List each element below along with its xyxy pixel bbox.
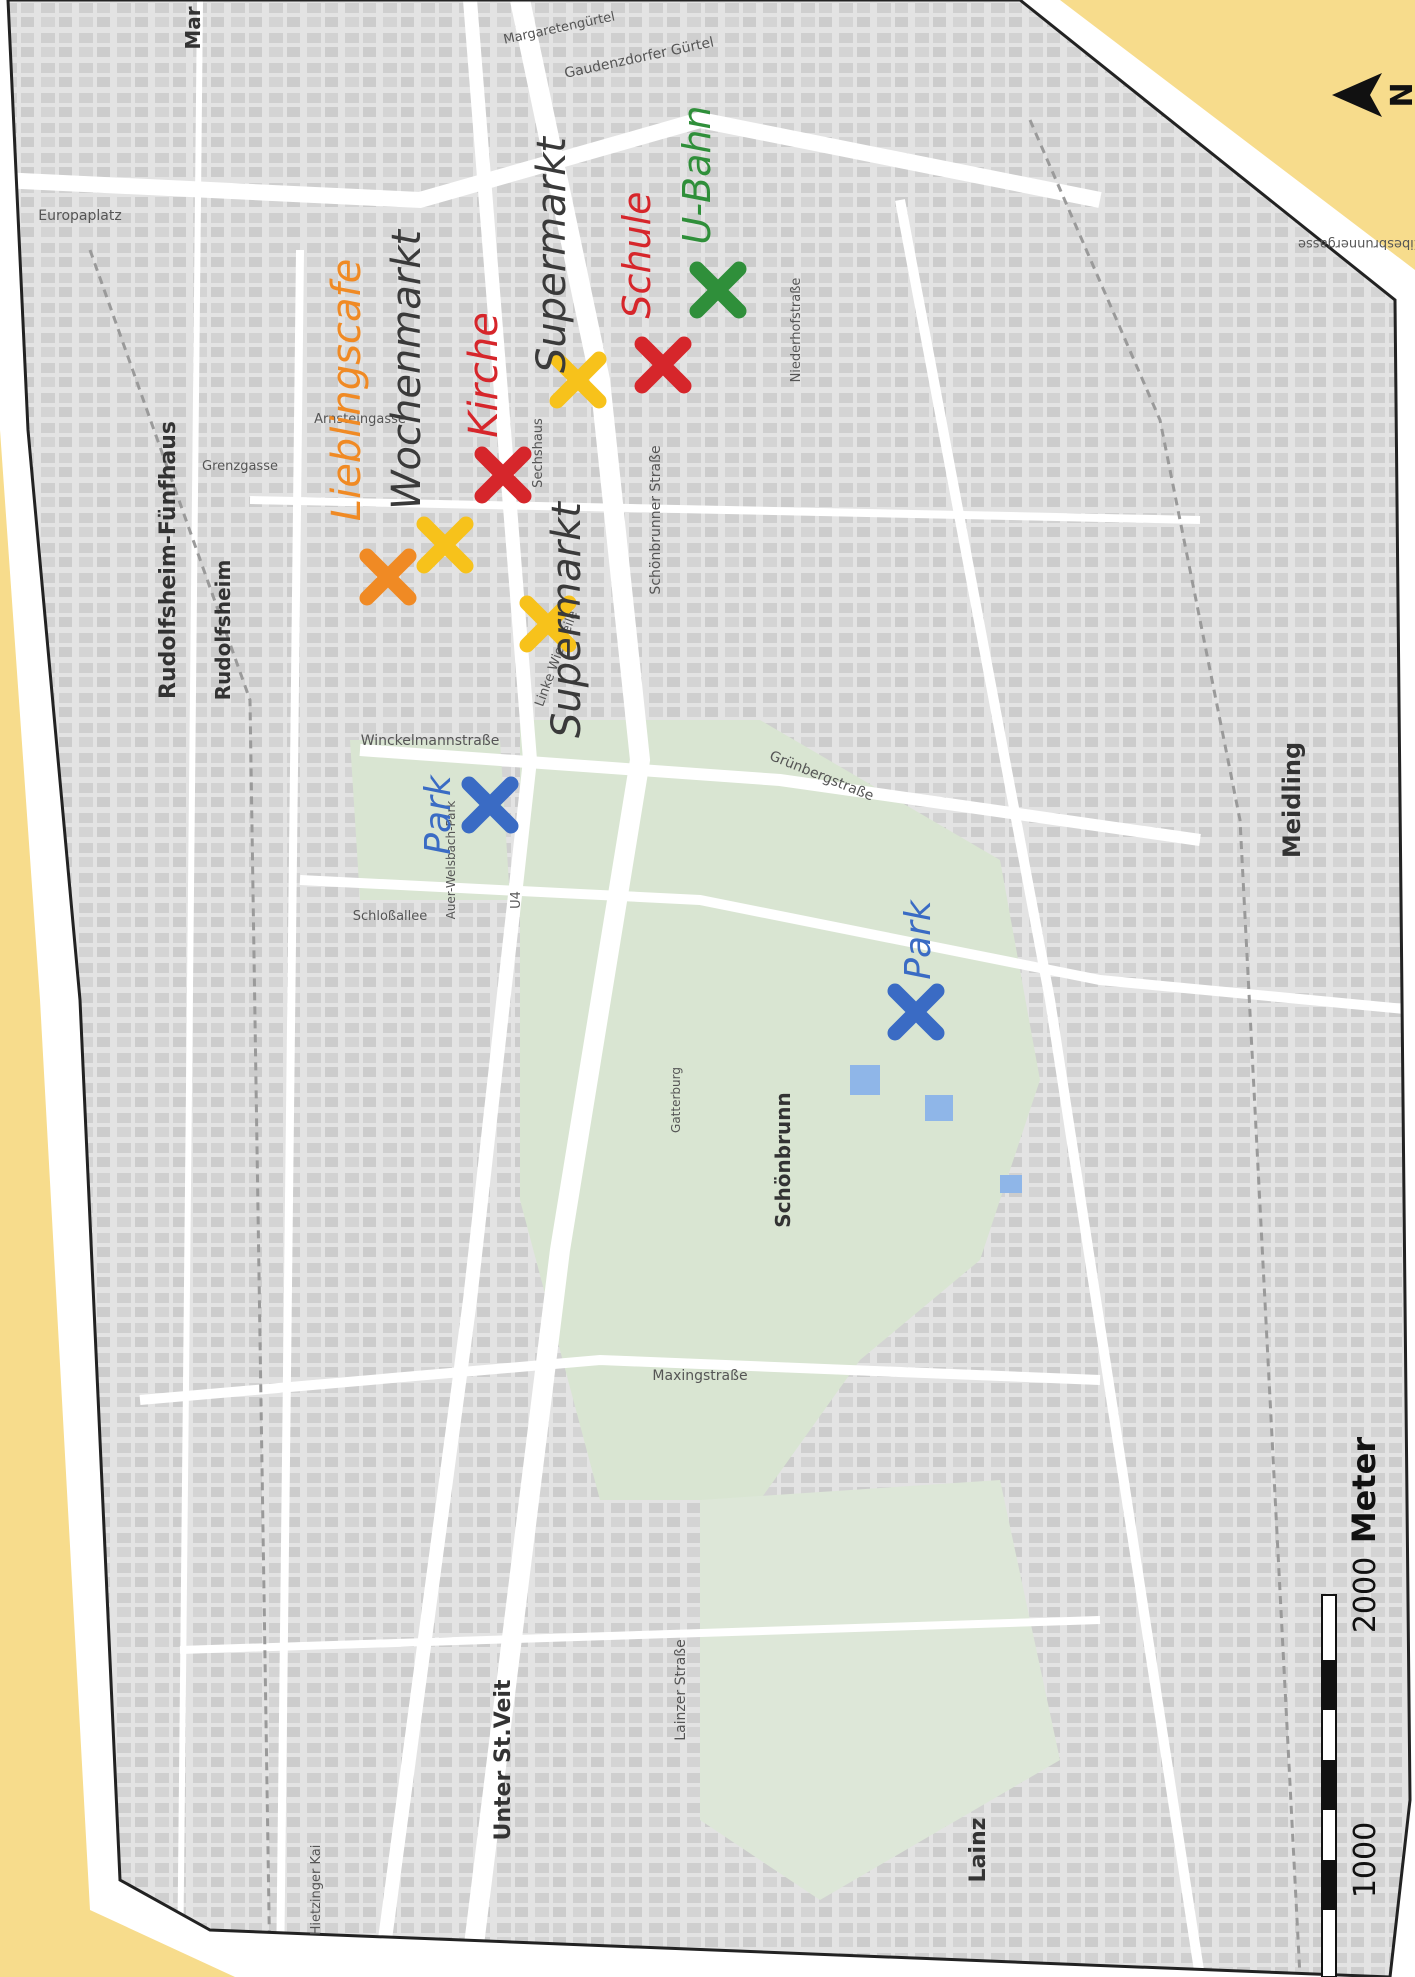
scale-label-1000: 1000 <box>1348 1822 1383 1898</box>
district-label: Mar <box>181 6 205 49</box>
marker-park-1: Park <box>418 773 519 855</box>
district-label: Rudolfsheim <box>211 560 235 701</box>
scale-unit: Meter <box>1345 1437 1383 1544</box>
district-label: Schönbrunn <box>771 1092 795 1227</box>
pond <box>925 1095 953 1121</box>
cross-icon <box>634 336 692 394</box>
cross-icon <box>359 548 417 606</box>
park-area-south <box>700 1480 1060 1900</box>
district-label: Meidling <box>1278 742 1306 858</box>
cross-icon <box>549 351 607 409</box>
street-label: Eibesbrunnergasse <box>1298 236 1415 251</box>
north-arrow-icon <box>1332 73 1382 117</box>
street-label: Maxingstraße <box>652 1368 747 1384</box>
street-label: U4 <box>509 891 524 909</box>
railway-lines <box>88 119 1302 1977</box>
street-label: Gatterburg <box>669 1067 683 1133</box>
street-label: Sechshaus <box>531 418 546 488</box>
marker-label-u-bahn: U-Bahn <box>675 105 719 244</box>
marker-label-lieblingscafe: Lieblingscafe <box>324 259 370 521</box>
marker-lieblingscafe: Lieblingscafe <box>324 259 417 606</box>
map-outline <box>6 0 1412 1977</box>
pond <box>1000 1175 1022 1193</box>
marker-label-supermarkt-2: Supermarkt <box>544 501 590 738</box>
north-arrow: N <box>1332 73 1415 117</box>
street-label: Auer-Welsbach-Park <box>444 801 458 920</box>
district-label: Lainz <box>966 1818 991 1883</box>
marker-label-schule: Schule <box>615 191 659 318</box>
marker-kirche: Kirche <box>461 312 532 504</box>
marker-label-kirche: Kirche <box>461 312 507 438</box>
cross-icon <box>519 595 577 653</box>
street-label: Grenzgasse <box>202 459 278 474</box>
cross-icon <box>474 446 532 504</box>
scale-label-2000: 2000 <box>1348 1557 1383 1633</box>
park-area-schoenbrunn <box>520 720 1040 1500</box>
street-label: Schloßallee <box>353 909 428 924</box>
cross-icon <box>461 776 519 834</box>
street-label: Winckelmannstraße <box>361 733 500 749</box>
marker-wochenmarkt: Wochenmarkt <box>384 229 474 574</box>
street-label: Schönbrunner Straße <box>648 445 664 594</box>
marker-label-park-2: Park <box>898 898 939 980</box>
marker-u-bahn: U-Bahn <box>675 105 747 319</box>
district-label: Unter St.Veit <box>491 1679 516 1840</box>
district-label: Rudolfsheim-Fünfhaus <box>156 421 181 699</box>
marker-schule: Schule <box>615 191 692 394</box>
marker-park-2: Park <box>887 898 945 1041</box>
marker-label-supermarkt-1: Supermarkt <box>529 136 575 373</box>
cross-icon <box>416 516 474 574</box>
cross-icon <box>689 261 747 319</box>
street-label: Lainzer Straße <box>673 1639 689 1740</box>
marker-label-wochenmarkt: Wochenmarkt <box>384 229 430 510</box>
north-label: N <box>1385 82 1415 107</box>
marker-supermarkt-1: Supermarkt <box>529 136 607 409</box>
street-label: Europaplatz <box>38 208 121 224</box>
scale-bar: Meter 2000 1000 <box>1321 1437 1383 1977</box>
pond <box>850 1065 880 1095</box>
street-label: Niederhofstraße <box>789 278 804 383</box>
street-label: Hietzinger Kai <box>309 1845 324 1936</box>
marker-supermarkt-2: Supermarkt <box>519 501 590 738</box>
marker-label-park-1: Park <box>418 773 459 855</box>
street-label: Arnsteingasse <box>314 412 406 427</box>
cross-icon <box>887 983 945 1041</box>
